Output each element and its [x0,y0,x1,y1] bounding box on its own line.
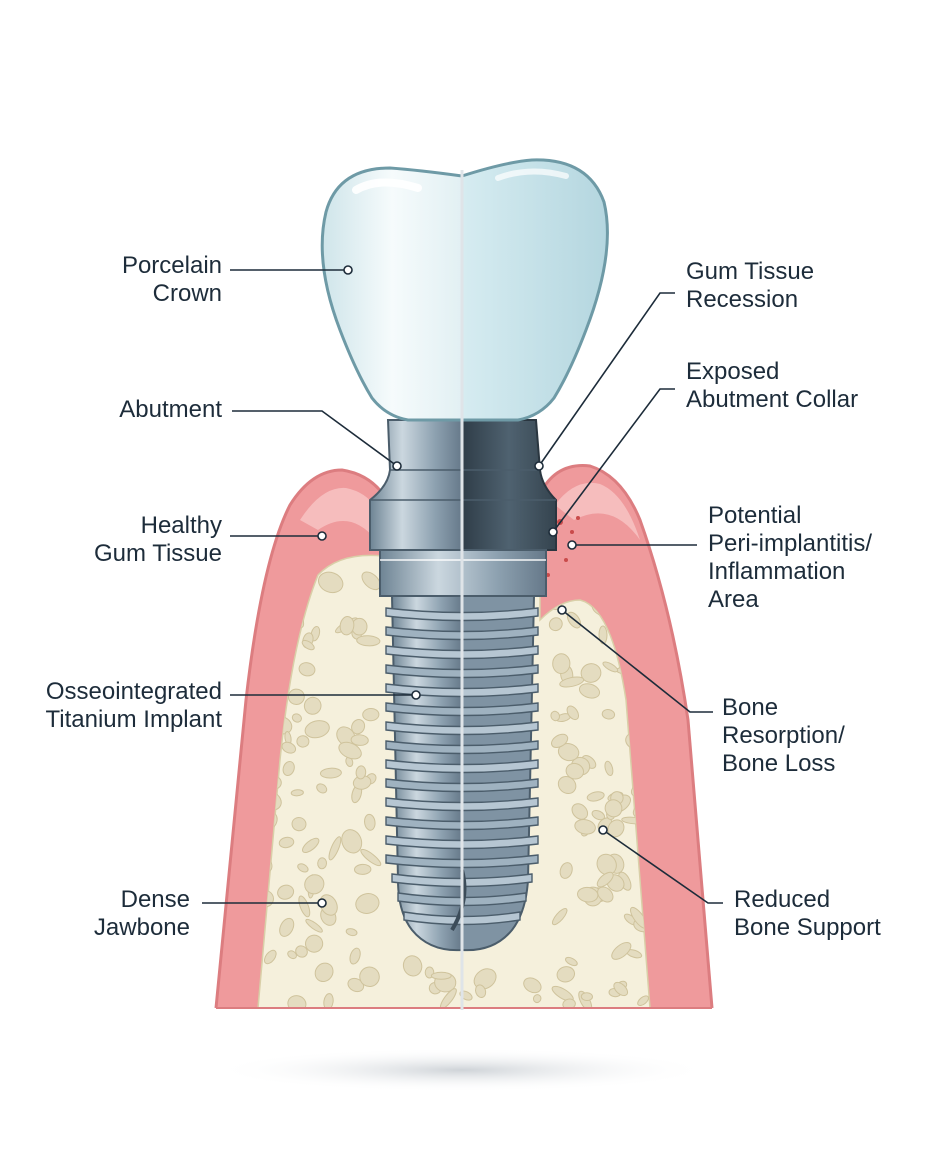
gum-outline [214,464,714,1009]
label-dense-jawbone: Dense Jawbone [93,886,190,941]
label-healthy-gum-tissue: Healthy Gum Tissue [93,512,222,567]
label-porcelain-crown: Porcelain Crown [121,252,222,307]
abutment-shape [369,419,557,597]
label-osseointegrated-implant: Osseointegrated Titanium Implant [45,678,222,733]
label-peri-implantitis: Potential Peri-implantitis/ Inflammation… [708,502,873,613]
leader-dots [317,265,608,908]
leader-lines [202,269,723,904]
gum-tissue-highlight-right [555,482,640,540]
ground-shadow [212,1048,712,1092]
label-bone-resorption: Bone Resorption/ Bone Loss [722,694,845,777]
label-gum-tissue-recession: Gum Tissue Recession [686,258,815,313]
label-exposed-abutment-collar: Exposed Abutment Collar [686,358,859,413]
label-reduced-bone-support: Reduced Bone Support [734,886,881,941]
gum-tissue-highlight [300,487,376,540]
porcelain-crown-shape [320,158,609,422]
label-abutment: Abutment [119,396,222,423]
